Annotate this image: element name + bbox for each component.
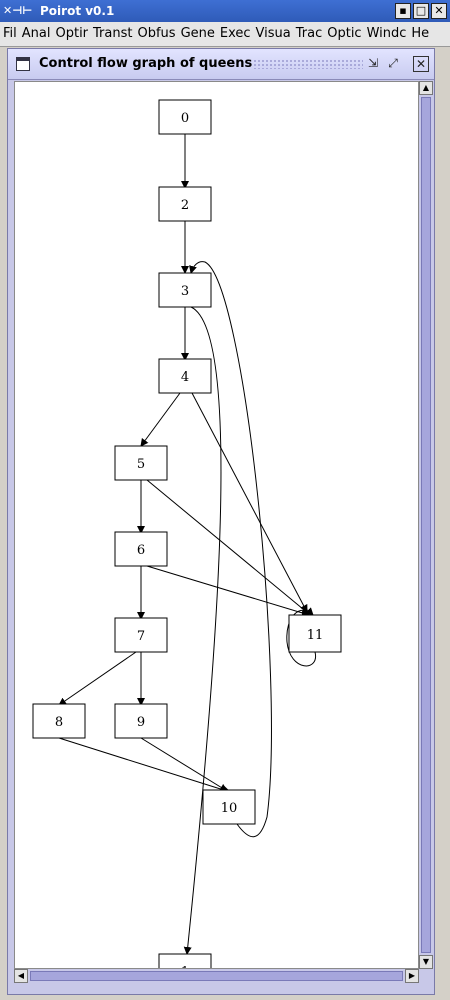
horizontal-scrollbar[interactable]: ◀ ▶: [14, 969, 419, 983]
scroll-down-icon[interactable]: ▼: [419, 955, 433, 969]
graph-node[interactable]: 0: [158, 99, 212, 135]
edge-3-1: [183, 306, 222, 955]
graph-node[interactable]: 10: [202, 789, 256, 825]
close-icon[interactable]: ✕: [431, 3, 447, 19]
graph-canvas[interactable]: 0 2 3 4 5 6 7: [14, 81, 419, 969]
graph-node[interactable]: 7: [114, 617, 168, 653]
menu-obfuscate[interactable]: Obfus: [137, 26, 176, 41]
control-flow-graph: 0 2 3 4 5 6 7: [32, 99, 342, 969]
maximize-icon[interactable]: ⤢: [388, 56, 398, 70]
node-label: 9: [137, 715, 145, 730]
titlebar-grip: [253, 59, 363, 69]
edge-5-11: [146, 479, 310, 615]
graph-node[interactable]: 9: [114, 703, 168, 739]
edge-10-3: [189, 261, 272, 838]
node-label: 0: [181, 111, 189, 126]
app-logo-icon[interactable]: ✕⊣⊢: [3, 4, 33, 17]
node-label: 3: [181, 284, 189, 299]
node-label: 10: [221, 801, 238, 816]
node-label: 7: [137, 629, 145, 644]
node-label: 8: [55, 715, 63, 730]
edge-6-11: [146, 565, 310, 617]
graph-node[interactable]: 4: [158, 358, 212, 394]
menu-trace[interactable]: Trac: [295, 26, 323, 41]
menu-execute[interactable]: Exec: [219, 26, 251, 41]
menu-generate[interactable]: Gene: [180, 26, 215, 41]
graph-edges: [58, 134, 316, 955]
menu-file[interactable]: Fil: [3, 26, 17, 41]
window-titlebar: ✕⊣⊢ Poirot v0.1 ▪ □ ✕: [0, 0, 450, 22]
menu-help[interactable]: He: [411, 26, 430, 41]
horizontal-scroll-thumb[interactable]: [30, 971, 403, 981]
edge-11-11: [286, 607, 316, 667]
menu-visualize[interactable]: Visua: [255, 26, 291, 41]
graph-node[interactable]: 3: [158, 272, 212, 308]
frame-window-icon: [16, 57, 30, 71]
menu-window[interactable]: Windc: [366, 26, 407, 41]
menu-analysis[interactable]: Anal: [21, 26, 51, 41]
edge-9-10: [140, 737, 228, 792]
frame-titlebar[interactable]: Control flow graph of queens ⇲ ⤢ ✕: [8, 49, 434, 80]
graph-node[interactable]: 5: [114, 445, 168, 481]
vertical-scrollbar[interactable]: ▲ ▼: [419, 81, 433, 969]
node-label: 11: [307, 628, 324, 643]
menubar: Fil Anal Optir Transt Obfus Gene Exec Visua Trac…: [0, 22, 450, 47]
close-icon[interactable]: ✕: [413, 56, 429, 72]
menu-options[interactable]: Optic: [327, 26, 362, 41]
node-label: 5: [137, 457, 145, 472]
edge-4-11: [191, 392, 308, 613]
node-label: 4: [181, 370, 189, 385]
edge-4-5: [140, 392, 181, 447]
maximize-icon[interactable]: □: [413, 3, 429, 19]
menu-optimize[interactable]: Optir: [55, 26, 89, 41]
graph-node[interactable]: 1: [158, 953, 212, 969]
node-label: 6: [137, 543, 145, 558]
menu-transform[interactable]: Transt: [93, 26, 133, 41]
scroll-right-icon[interactable]: ▶: [405, 969, 419, 983]
scroll-up-icon[interactable]: ▲: [419, 81, 433, 95]
node-label: 1: [181, 965, 189, 969]
edge-7-8: [58, 651, 137, 706]
minimize-icon[interactable]: ▪: [395, 3, 411, 19]
frame-title: Control flow graph of queens: [39, 56, 253, 71]
iconify-icon[interactable]: ⇲: [367, 56, 379, 70]
graph-internal-frame: Control flow graph of queens ⇲ ⤢ ✕: [7, 48, 435, 995]
graph-node[interactable]: 6: [114, 531, 168, 567]
edge-8-10: [58, 737, 231, 794]
node-label: 2: [181, 198, 189, 213]
graph-node[interactable]: 11: [288, 614, 342, 653]
scroll-left-icon[interactable]: ◀: [14, 969, 28, 983]
vertical-scroll-thumb[interactable]: [421, 97, 431, 953]
window-title: Poirot v0.1: [40, 4, 115, 18]
graph-node[interactable]: 8: [32, 703, 86, 739]
graph-node[interactable]: 2: [158, 186, 212, 222]
